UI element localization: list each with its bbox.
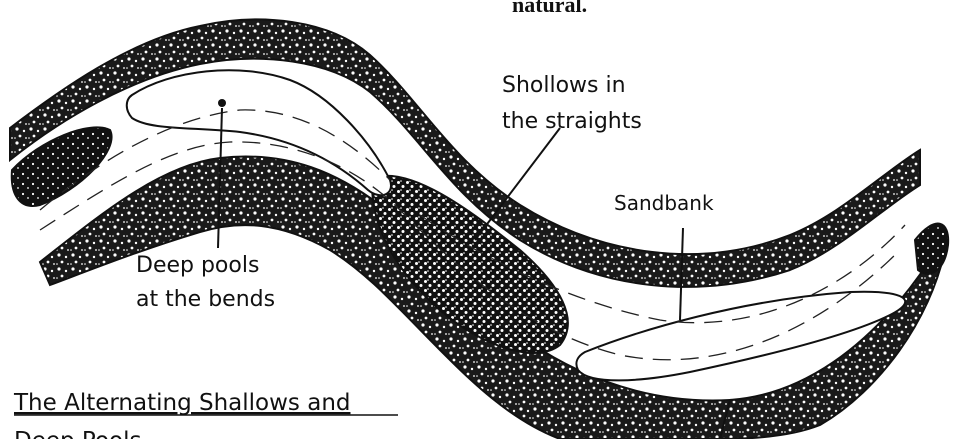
pools-label-line1: Deep pools <box>136 253 259 278</box>
deep-pool-marker <box>218 99 226 107</box>
shallows-label-line2: the straights <box>502 109 642 134</box>
caption-line1: The Alternating Shallows and <box>13 390 351 416</box>
shallows-straight <box>372 176 568 353</box>
sandbank-label: Sandbank <box>614 191 714 215</box>
right-edge-blob <box>915 224 948 274</box>
top-text: natural. <box>512 0 587 17</box>
pools-label-line2: at the bends <box>136 287 275 312</box>
shallows-label-line1: Shollows in <box>502 73 626 98</box>
caption-line2: Deep Pools <box>14 428 142 439</box>
